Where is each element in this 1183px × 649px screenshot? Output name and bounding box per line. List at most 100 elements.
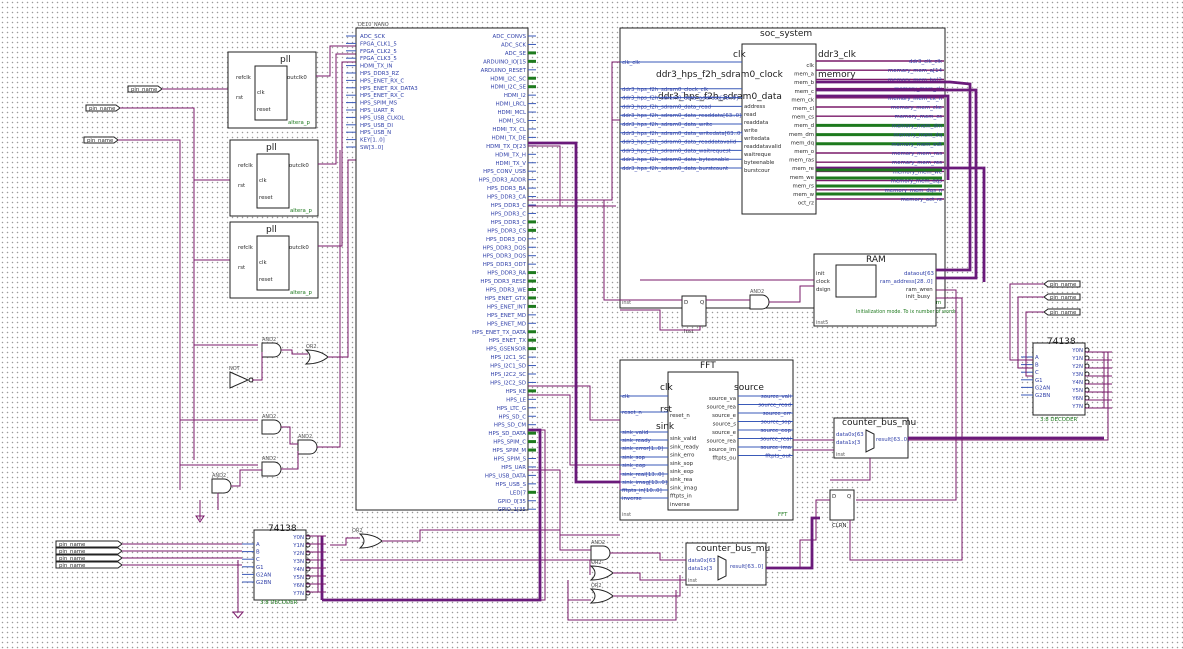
or-gate-1[interactable] [304, 349, 329, 365]
and-gate-5[interactable] [211, 478, 232, 494]
and-gate-4[interactable] [261, 461, 282, 477]
bottom-input-pin[interactable]: pin_name [55, 547, 123, 555]
green-buses [816, 168, 942, 196]
fft-left-signals: clkreset_nsink_validsink_readysink_error… [620, 394, 668, 502]
de10-right-pin: HPS_DDR3_DQ [486, 237, 526, 243]
bottom-input-pin[interactable]: pin_name [55, 540, 123, 548]
pll-3-outclk: outclk0 [289, 245, 309, 251]
pll-1-refclk: refclk [236, 75, 252, 81]
soc-inner-right-pin: mem_cs [792, 115, 814, 121]
de10-left-pin: SW[3..0] [360, 145, 383, 151]
cbm2-in1: data1x[3 [688, 566, 712, 572]
counter-bus-mux-2[interactable]: counter_bus_mu data0x[63 data1x[3 result… [685, 542, 770, 586]
and-gate-7[interactable] [749, 294, 770, 310]
fft-block[interactable]: FFT clk rst sink source clkreset_nsink_v… [619, 359, 794, 521]
pin-output-3[interactable]: pin_name [1043, 308, 1081, 316]
pll-2-outclk: outclk0 [289, 163, 309, 169]
ram-dsign: dsign [816, 287, 831, 293]
or-gate-2[interactable] [358, 533, 383, 549]
de10-right-pin: ADC_SE [505, 51, 527, 57]
dec1-output-pin: Y1N [1071, 356, 1083, 362]
soc-right-signal: memory_mem_ck_n [888, 96, 942, 102]
and-gate-1[interactable] [261, 342, 282, 358]
ram-init: init [816, 271, 825, 277]
and-gate-3[interactable] [297, 439, 318, 455]
pin-input-1[interactable]: pin_name [127, 85, 163, 93]
pll-3-inner-clk: clk [259, 260, 267, 266]
fft-inner-right-pin: source_rea [707, 405, 736, 411]
soc-left-signal: ddr3_hps_f2h_sdram0_data_readdata[63..0] [622, 113, 741, 119]
de10-right-pin: HPS_SPIM_M [492, 448, 526, 454]
ram-dataout: dataout[63 [904, 271, 934, 277]
ram-block[interactable]: RAM init clock dsign dataout[63 ram_addr… [813, 253, 957, 327]
pin-output-1[interactable]: pin_name [1043, 280, 1081, 288]
pin-output-2[interactable]: pin_name [1043, 293, 1081, 301]
de10-nano-block[interactable]: DE10_NANO ADC_SCKFPGA_CLK1_5FPGA_CLK2_5F… [346, 22, 536, 513]
soc-left-signal: ddr3_hps_f2h_sdram0_data_read [622, 104, 711, 110]
fft-inner-right-pin: source_s [713, 422, 737, 428]
cbm2-mux-symbol [717, 555, 727, 581]
de10-right-pins: ADC_CONVSADC_SCKADC_SEARDUINO_IO[15ARDUI… [472, 34, 536, 513]
pll-1-rst: rst [236, 95, 243, 101]
bottom-input-pin[interactable]: pin_name [55, 554, 123, 562]
gates-bottom[interactable]: OR2 AND2 OR2 OR2 [352, 528, 614, 604]
dec2-output-pin: Y0N [292, 535, 304, 541]
de10-right-pin: HPS_USB_DATA [485, 473, 526, 479]
pll-3-rst: rst [238, 265, 245, 271]
soc-inner-right-pin: mem_d [794, 123, 814, 129]
de10-right-pin: HPS_DDR3_DQS [483, 245, 527, 251]
not-gate-1[interactable] [229, 371, 250, 389]
de10-right-pin: HDMI_TX_CL [492, 127, 526, 133]
soc-inner-right-pin: mem_o [794, 149, 814, 155]
ram-init-busy: init_busy [906, 294, 931, 300]
dec1-footer: 3:8 DECODER [1040, 417, 1078, 423]
and-gate-6[interactable] [590, 545, 611, 561]
or-1-label: OR2 [306, 344, 317, 350]
pll-block-2[interactable]: pll refclk rst outclk0 clk reset altera_… [229, 139, 319, 217]
and-gate-2[interactable] [261, 419, 282, 435]
pll-block-3[interactable]: pll refclk rst outclk0 clk reset altera_… [229, 221, 319, 299]
fft-left-signal: sink_error[1..0] [622, 446, 663, 452]
dff-2-d: D [832, 494, 836, 500]
soc-inner-left-pin: waitreque [744, 152, 772, 158]
de10-right-pin: HPS_ENET_TX [489, 338, 527, 344]
ram-title: RAM [866, 255, 886, 265]
pll-3-title: pll [266, 225, 277, 235]
de10-left-pin: HPS_SPIM_MS [360, 101, 398, 107]
soc-inner-right-pin: mem_dq [791, 140, 814, 146]
dff-2[interactable]: D Q CLRN [829, 489, 855, 529]
fft-left-signal: clk [622, 394, 630, 400]
pin-input-3[interactable]: pin_name [83, 136, 119, 144]
de10-right-pin: HPS_DDR3_WE [486, 288, 527, 294]
fft-inner-left-pin: inverse [670, 502, 690, 508]
or-gate-3[interactable] [589, 565, 614, 581]
pin-input-2[interactable]: pin_name [85, 104, 121, 112]
dec1-input-pin: C [1035, 370, 1039, 376]
ram-address: ram_address[28..0] [880, 279, 933, 285]
fft-inner-left-pin: fftpts_in [670, 494, 692, 500]
soc-clk: clk [733, 50, 746, 60]
or-gate-4[interactable] [589, 588, 614, 604]
pll-block-1[interactable]: pll refclk rst outclk0 clk reset altera_… [227, 51, 317, 129]
signal-wires [322, 61, 1109, 621]
dff-2-q: Q [847, 494, 851, 500]
de10-right-pin: HPS_ENET_MD [487, 321, 526, 327]
soc-inner-right-pin: mem_a [794, 72, 814, 78]
fft-left-signal: reset_n [622, 410, 642, 416]
de10-right-pin: LED[7 [510, 490, 526, 496]
cbm1-title: counter_bus_mu [842, 418, 916, 428]
gnd-1 [195, 515, 205, 523]
pll-1-outclk: outclk0 [287, 75, 307, 81]
bottom-input-pin[interactable]: pin_name [55, 561, 123, 569]
gates-left[interactable]: AND2 OR2 NOT AND2 AND2 AND2 AND2 [211, 337, 329, 494]
pin-output-wires [1009, 283, 1044, 377]
dff-1[interactable]: D Q inst [681, 295, 707, 335]
soc-right-signal: ddr3_clk_clk [909, 59, 943, 65]
soc-inner-right-pin: mem_w [793, 192, 815, 198]
counter-bus-mux-1[interactable]: counter_bus_mu data0x[63 data1x[3 result… [833, 417, 916, 459]
de10-left-pin: HDMI_TX_IN [360, 64, 392, 70]
